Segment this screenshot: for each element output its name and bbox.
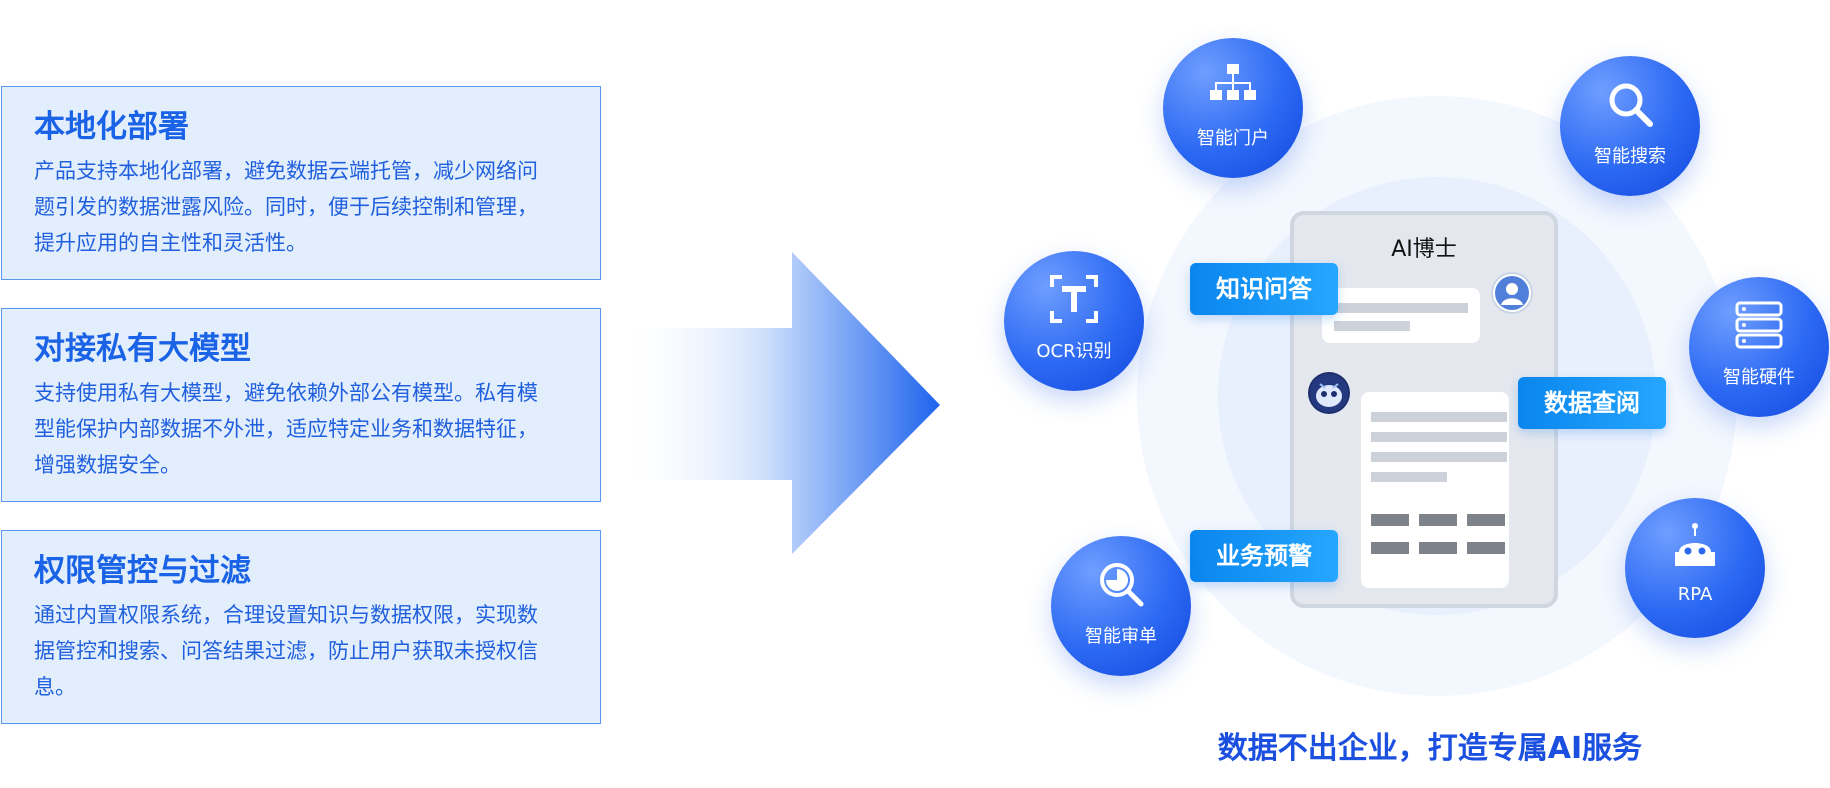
card-description: 产品支持本地化部署，避免数据云端托管，减少网络问 题引发的数据泄露风险。同时，便… <box>34 159 538 255</box>
bot-mascot-icon <box>1310 374 1348 412</box>
feature-card-permission: 权限管控与过滤 通过内置权限系统，合理设置知识与数据权限，实现数 据管控和搜索、… <box>1 530 601 724</box>
slogan: 数据不出企业，打造专属AI服务 <box>1217 731 1643 766</box>
text-recognition-icon <box>1050 275 1098 323</box>
robot-icon <box>1675 523 1715 566</box>
feature-circle-hardware: 智能硬件 <box>1689 277 1829 417</box>
server-icon <box>1735 301 1783 349</box>
tag-business-warning: 业务预警 <box>1190 530 1338 582</box>
search-icon <box>1609 83 1653 127</box>
user-message-bubble <box>1322 288 1480 343</box>
review-icon <box>1100 563 1144 607</box>
feature-label: OCR识别 <box>1036 341 1112 362</box>
card-description: 通过内置权限系统，合理设置知识与数据权限，实现数 据管控和搜索、问答结果过滤，防… <box>34 603 538 699</box>
card-title: 对接私有大模型 <box>34 331 251 367</box>
feature-card-private-model: 对接私有大模型 支持使用私有大模型，避免依赖外部公有模型。私有模 型能保护内部数… <box>1 308 601 502</box>
feature-circle-review: 智能审单 <box>1051 536 1191 676</box>
feature-circle-portal: 智能门户 <box>1163 38 1303 178</box>
card-title: 本地化部署 <box>34 109 189 145</box>
card-title: 权限管控与过滤 <box>34 553 251 589</box>
feature-circle-rpa: RPA <box>1625 498 1765 638</box>
user-avatar <box>1491 272 1533 314</box>
feature-label: 智能门户 <box>1197 128 1269 149</box>
big-arrow-icon <box>620 252 940 554</box>
user-icon <box>1495 276 1529 310</box>
feature-circle-search: 智能搜索 <box>1560 56 1700 196</box>
sitemap-icon <box>1210 64 1256 100</box>
feature-circle-ocr: OCR识别 <box>1004 251 1144 391</box>
feature-label: 智能搜索 <box>1594 146 1666 167</box>
card-description: 支持使用私有大模型，避免依赖外部公有模型。私有模 型能保护内部数据不外泄，适应特… <box>34 381 538 477</box>
tag-knowledge-qa: 知识问答 <box>1190 263 1338 315</box>
bot-avatar <box>1308 372 1350 414</box>
tag-data-lookup: 数据查阅 <box>1518 377 1666 429</box>
bot-reply-bubble <box>1361 392 1509 588</box>
feature-label: 智能硬件 <box>1723 367 1795 388</box>
phone-title: AI博士 <box>1391 237 1457 262</box>
feature-label: 智能审单 <box>1085 626 1157 647</box>
feature-card-local-deploy: 本地化部署 产品支持本地化部署，避免数据云端托管，减少网络问 题引发的数据泄露风… <box>1 86 601 280</box>
feature-label: RPA <box>1677 584 1713 605</box>
